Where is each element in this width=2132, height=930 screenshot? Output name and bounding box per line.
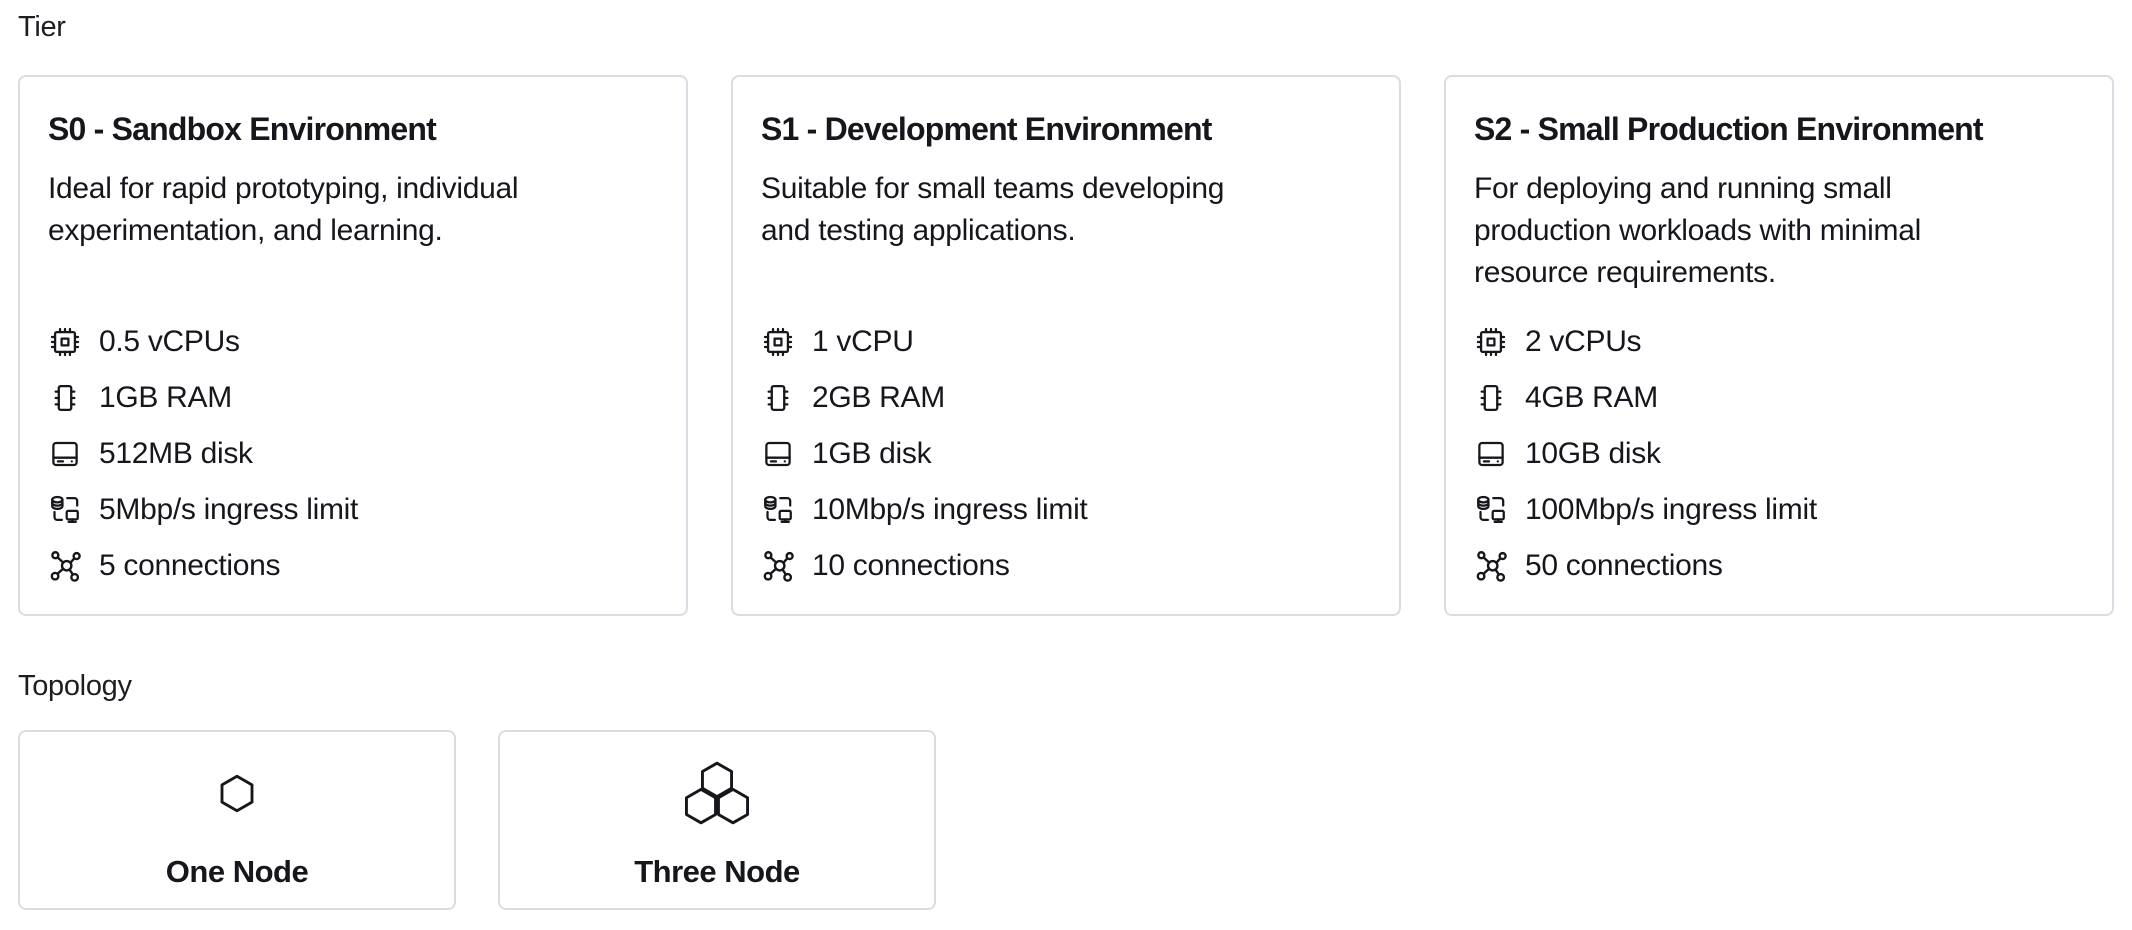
spec-row-disk: 1GB disk [761, 426, 1371, 482]
spec-row-disk: 512MB disk [48, 426, 658, 482]
topology-card-label: Three Node [634, 854, 800, 889]
topology-options: One Node Three Node [18, 730, 2114, 910]
topology-section-label: Topology [18, 670, 132, 702]
connections-icon [761, 549, 795, 583]
spec-row-cpu: 1 vCPU [761, 314, 1371, 370]
spec-text: 10GB disk [1525, 437, 1661, 470]
spec-row-cpu: 2 vCPUs [1474, 314, 2084, 370]
spec-text: 5Mbp/s ingress limit [99, 493, 359, 526]
spec-row-ingress: 100Mbp/s ingress limit [1474, 482, 2084, 538]
spec-text: 1 vCPU [812, 325, 914, 358]
three-node-icon [682, 756, 752, 830]
tier-card-s1[interactable]: S1 - Development Environment Suitable fo… [731, 75, 1401, 616]
one-node-icon [219, 756, 255, 830]
tier-card-s0[interactable]: S0 - Sandbox Environment Ideal for rapid… [18, 75, 688, 616]
spec-list: 1 vCPU 2GB RAM 1GB disk 10Mbp/s ingress … [761, 314, 1371, 594]
spec-text: 5 connections [99, 549, 281, 582]
ingress-icon [761, 493, 795, 527]
topology-card-three-node[interactable]: Three Node [498, 730, 936, 910]
spec-row-ram: 1GB RAM [48, 370, 658, 426]
tier-card-description: For deploying and running small producti… [1474, 172, 1921, 289]
tier-card-title: S0 - Sandbox Environment [48, 111, 437, 147]
ingress-icon [1474, 493, 1508, 527]
tier-card-description: Ideal for rapid prototyping, individual … [48, 172, 519, 247]
spec-text: 50 connections [1525, 549, 1723, 582]
spec-text: 2 vCPUs [1525, 325, 1642, 358]
spec-text: 10Mbp/s ingress limit [812, 493, 1088, 526]
topology-card-label: One Node [165, 854, 309, 889]
spec-text: 1GB disk [812, 437, 932, 470]
spec-row-connections: 50 connections [1474, 538, 2084, 594]
ingress-icon [48, 493, 82, 527]
spec-row-connections: 5 connections [48, 538, 658, 594]
cpu-icon [48, 325, 82, 359]
ram-icon [48, 381, 82, 415]
spec-text: 100Mbp/s ingress limit [1525, 493, 1817, 526]
tier-card-description: Suitable for small teams developing and … [761, 172, 1225, 247]
spec-text: 1GB RAM [99, 381, 232, 414]
spec-text: 0.5 vCPUs [99, 325, 240, 358]
spec-row-cpu: 0.5 vCPUs [48, 314, 658, 370]
spec-row-ram: 2GB RAM [761, 370, 1371, 426]
spec-text: 10 connections [812, 549, 1010, 582]
disk-icon [48, 437, 82, 471]
tier-card-title: S1 - Development Environment [761, 111, 1212, 147]
tier-card-title: S2 - Small Production Environment [1474, 111, 1984, 147]
spec-row-ingress: 10Mbp/s ingress limit [761, 482, 1371, 538]
ram-icon [1474, 381, 1508, 415]
spec-row-connections: 10 connections [761, 538, 1371, 594]
tier-card-s2[interactable]: S2 - Small Production Environment For de… [1444, 75, 2114, 616]
spec-text: 512MB disk [99, 437, 253, 470]
tier-section-label: Tier [18, 11, 66, 43]
ram-icon [761, 381, 795, 415]
cluster-config-page: Tier S0 - Sandbox Environment Ideal for … [18, 11, 2114, 910]
tier-options: S0 - Sandbox Environment Ideal for rapid… [18, 75, 2114, 616]
cpu-icon [761, 325, 795, 359]
spec-row-disk: 10GB disk [1474, 426, 2084, 482]
disk-icon [1474, 437, 1508, 471]
connections-icon [1474, 549, 1508, 583]
topology-card-one-node[interactable]: One Node [18, 730, 456, 910]
connections-icon [48, 549, 82, 583]
spec-list: 0.5 vCPUs 1GB RAM 512MB disk 5Mbp/s ingr… [48, 314, 658, 594]
spec-text: 2GB RAM [812, 381, 945, 414]
spec-text: 4GB RAM [1525, 381, 1658, 414]
disk-icon [761, 437, 795, 471]
spec-row-ingress: 5Mbp/s ingress limit [48, 482, 658, 538]
spec-list: 2 vCPUs 4GB RAM 10GB disk 100Mbp/s ingre… [1474, 314, 2084, 594]
cpu-icon [1474, 325, 1508, 359]
spec-row-ram: 4GB RAM [1474, 370, 2084, 426]
